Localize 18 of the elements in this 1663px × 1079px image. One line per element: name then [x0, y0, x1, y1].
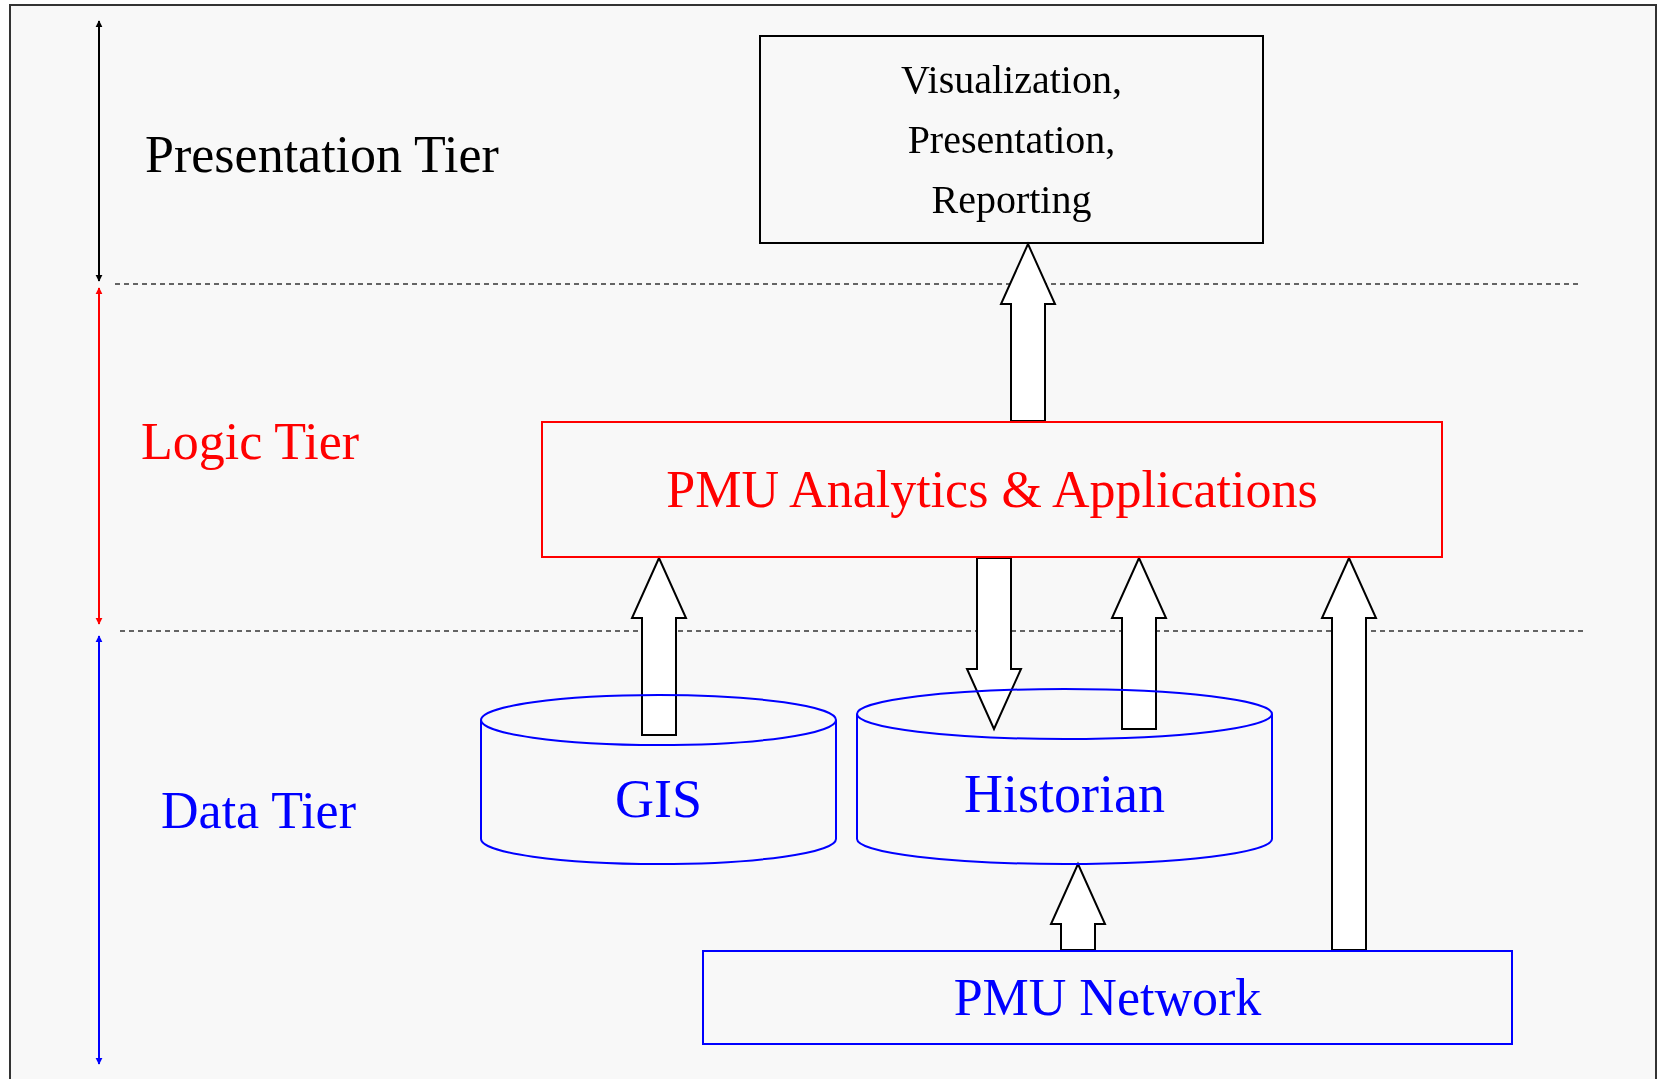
node-label: Historian [964, 763, 1165, 826]
tier-label: Logic Tier [141, 412, 360, 471]
block-arrow [1320, 555, 1378, 951]
block-arrow [999, 241, 1057, 422]
node-label: GIS [615, 768, 702, 831]
process-box [702, 950, 1513, 1045]
block-arrow [1110, 555, 1168, 730]
block-arrow [965, 557, 1023, 732]
tier-label: Presentation Tier [145, 125, 499, 184]
node-label: PMU Analytics & Applications [666, 459, 1318, 520]
database-cylinder [480, 695, 837, 864]
node-label: Visualization, Presentation, Reporting [900, 55, 1123, 224]
node-label: PMU Network [953, 967, 1262, 1028]
block-arrow [630, 555, 688, 736]
process-box [759, 35, 1264, 244]
process-box [541, 421, 1443, 558]
database-cylinder [856, 689, 1273, 864]
tier-label: Data Tier [161, 781, 356, 840]
